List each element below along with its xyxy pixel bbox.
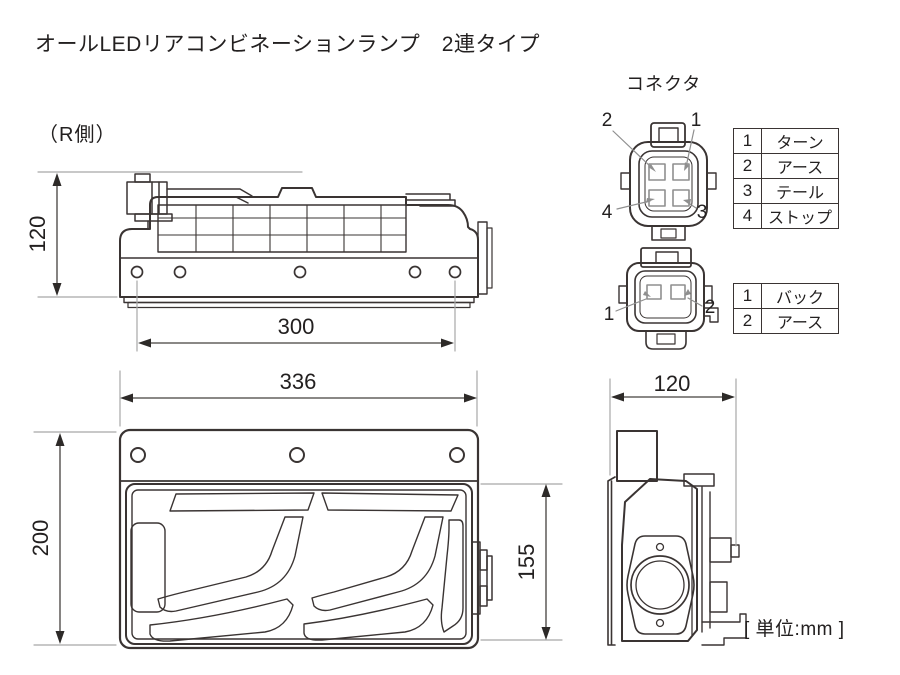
harness-connector — [126, 173, 456, 230]
dim-overall-width: 336 — [279, 369, 317, 394]
pin-signal-cell: バック — [761, 283, 839, 309]
page-title: オールLEDリアコンビネーションランプ 2連タイプ — [35, 33, 540, 56]
terminal-pins — [646, 284, 686, 300]
pin-signal-cell: テール — [761, 178, 839, 204]
pin-number-cell: 2 — [733, 308, 762, 334]
dimension-lines — [33, 171, 737, 646]
right-edge-bracket — [471, 541, 493, 615]
extension-lines — [33, 171, 737, 646]
connector-2pin-drawing — [615, 247, 719, 350]
table-row: 1 バック — [733, 283, 839, 309]
pin-callout-back-2: 2 — [704, 297, 716, 318]
lens-grid — [157, 204, 407, 253]
rear-brackets — [701, 486, 747, 646]
table-row: 3 テール — [733, 178, 839, 204]
pin-number-cell: 3 — [733, 178, 762, 204]
table-row: 2 アース — [733, 153, 839, 179]
side-view-drawing — [607, 430, 747, 646]
mounting-holes-front — [130, 447, 465, 463]
pin-callout-1: 1 — [690, 110, 702, 131]
pin-leaders — [615, 297, 703, 312]
connector-heading: コネクタ — [626, 74, 702, 94]
bulb-socket — [626, 535, 695, 635]
r-side-label: （R側） — [38, 124, 117, 146]
connector-4pin-table: 1 ターン 2 アース 3 テール 4 ストップ — [733, 128, 839, 229]
pin-callout-4: 4 — [601, 202, 613, 223]
pin-number-cell: 2 — [733, 153, 762, 179]
connector-4pin-drawing — [612, 122, 717, 241]
table-row: 1 ターン — [733, 128, 839, 154]
pin-signal-cell: ターン — [761, 128, 839, 154]
dim-lens-height: 155 — [514, 543, 539, 581]
connector-2pin-table: 1 バック 2 アース — [733, 283, 839, 334]
dim-top-view-height: 120 — [25, 215, 50, 253]
pin-signal-cell: アース — [761, 153, 839, 179]
dim-depth: 120 — [653, 371, 691, 396]
pin-callout-2: 2 — [601, 110, 613, 131]
front-view-drawing — [118, 428, 493, 650]
dim-overall-height: 200 — [28, 519, 53, 557]
left-reflector — [130, 522, 166, 613]
table-row: 4 ストップ — [733, 203, 839, 229]
dim-hole-pitch: 300 — [277, 314, 315, 339]
mounting-holes-top — [130, 265, 462, 279]
table-row: 2 アース — [733, 308, 839, 334]
pin-signal-cell: アース — [761, 308, 839, 334]
left-lens-section — [149, 516, 304, 642]
pin-callout-back-1: 1 — [603, 304, 615, 325]
turn-signal-strips — [169, 492, 459, 512]
pin-number-cell: 1 — [733, 283, 762, 309]
pin-callout-3: 3 — [696, 202, 708, 223]
pin-number-cell: 1 — [733, 128, 762, 154]
right-lens-section — [303, 516, 464, 641]
unit-note: [ 単位:mm ] — [744, 619, 845, 640]
top-view-drawing — [119, 173, 493, 309]
pin-number-cell: 4 — [733, 203, 762, 229]
pin-signal-cell: ストップ — [761, 203, 839, 229]
terminal-pins — [648, 163, 690, 207]
